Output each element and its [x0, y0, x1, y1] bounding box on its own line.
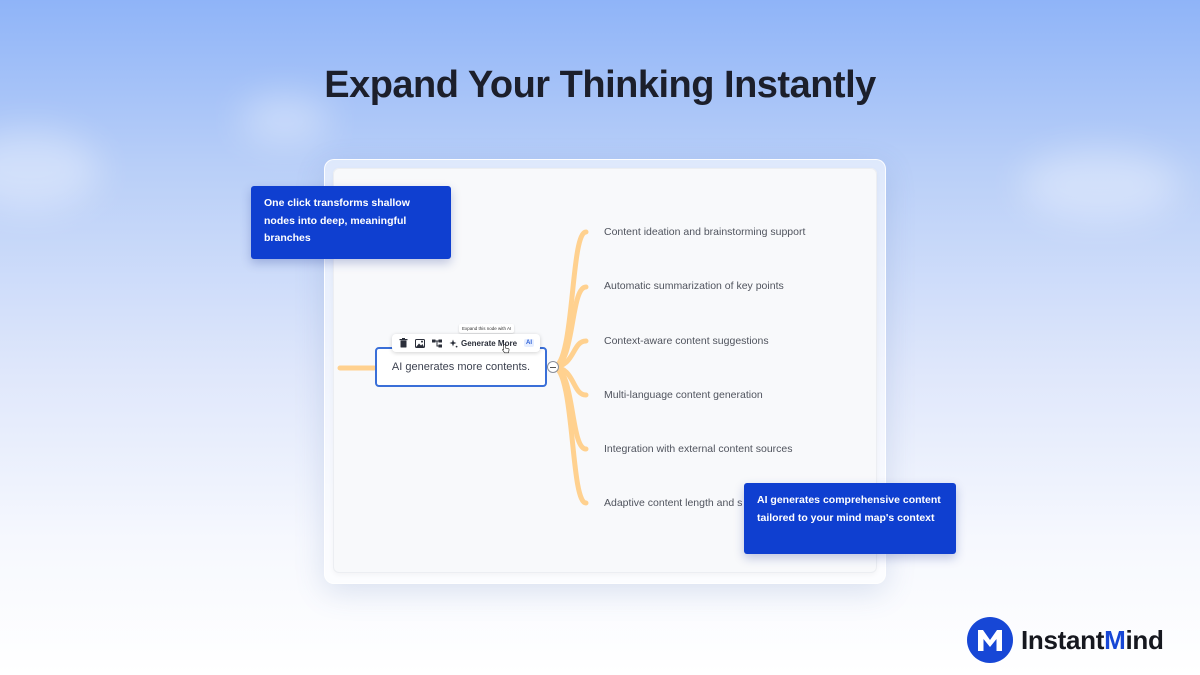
callout-left: One click transforms shallow nodes into …: [251, 186, 451, 259]
node-toolbar: Generate More AI: [392, 334, 541, 352]
child-node[interactable]: Multi-language content generation: [604, 389, 763, 401]
callout-right: AI generates comprehensive content tailo…: [744, 483, 956, 554]
brand-name-part1: Instant: [1021, 624, 1105, 655]
cloud: [240, 95, 330, 145]
brand-name-part2: ind: [1125, 624, 1164, 655]
brand-logo: InstantMind: [967, 617, 1164, 663]
child-node[interactable]: Automatic summarization of key points: [604, 280, 784, 292]
generate-more-button[interactable]: Generate More: [449, 339, 517, 348]
ai-badge: AI: [524, 339, 535, 347]
generate-more-label: Generate More: [461, 338, 518, 348]
page-title: Expand Your Thinking Instantly: [324, 64, 876, 106]
hand-cursor-icon: [502, 344, 510, 354]
cloud: [1020, 150, 1180, 220]
child-node[interactable]: Content ideation and brainstorming suppo…: [604, 226, 806, 238]
minus-icon: [550, 366, 556, 368]
child-node[interactable]: Integration with external content source…: [604, 443, 793, 455]
brand-name: InstantMind: [1021, 625, 1164, 656]
child-node[interactable]: Context-aware content suggestions: [604, 335, 769, 347]
branch-icon[interactable]: [432, 338, 442, 348]
branch-line: [550, 364, 589, 506]
mindmap-node-selected[interactable]: AI generates more contents.: [375, 347, 547, 387]
trash-icon[interactable]: [398, 338, 408, 348]
tooltip: Expand this node with AI: [459, 324, 515, 333]
brand-name-highlight: M: [1104, 624, 1126, 655]
child-node[interactable]: Adaptive content length and s: [604, 497, 743, 509]
image-icon[interactable]: [415, 338, 425, 348]
sparkle-icon: [449, 339, 458, 347]
node-text: AI generates more contents.: [391, 361, 531, 373]
logo-icon: [967, 617, 1013, 663]
collapse-toggle[interactable]: [547, 361, 559, 373]
